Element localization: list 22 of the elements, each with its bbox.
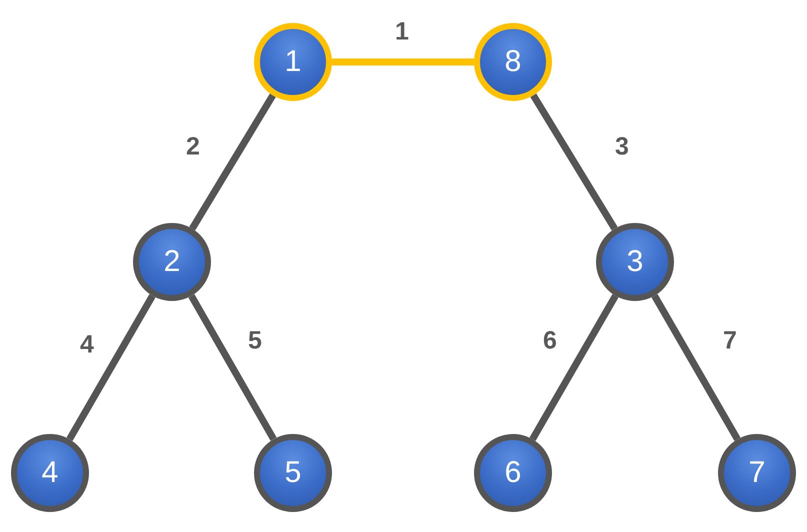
node-number: 3	[626, 247, 644, 277]
node-number: 5	[284, 458, 302, 488]
edge-label: 6	[543, 328, 557, 354]
node-number: 7	[748, 458, 766, 488]
connector-line	[530, 93, 618, 231]
node-number: 8	[504, 47, 522, 77]
connector-line	[332, 58, 474, 66]
connector-line	[66, 294, 156, 441]
edge-label: 3	[615, 134, 629, 160]
node-number: 2	[164, 247, 180, 277]
connector-line	[530, 294, 618, 441]
connector-line	[188, 294, 277, 441]
node-number: 6	[504, 458, 522, 488]
connector-line	[189, 94, 276, 230]
edge-label: 5	[248, 328, 262, 354]
edge-label: 1	[395, 20, 409, 44]
edge-label: 4	[80, 332, 94, 358]
node-number: 1	[284, 47, 302, 77]
node-number: 4	[42, 458, 58, 488]
edge-label: 2	[186, 134, 200, 160]
edge-label: 7	[723, 328, 737, 354]
connector-line	[652, 294, 740, 441]
